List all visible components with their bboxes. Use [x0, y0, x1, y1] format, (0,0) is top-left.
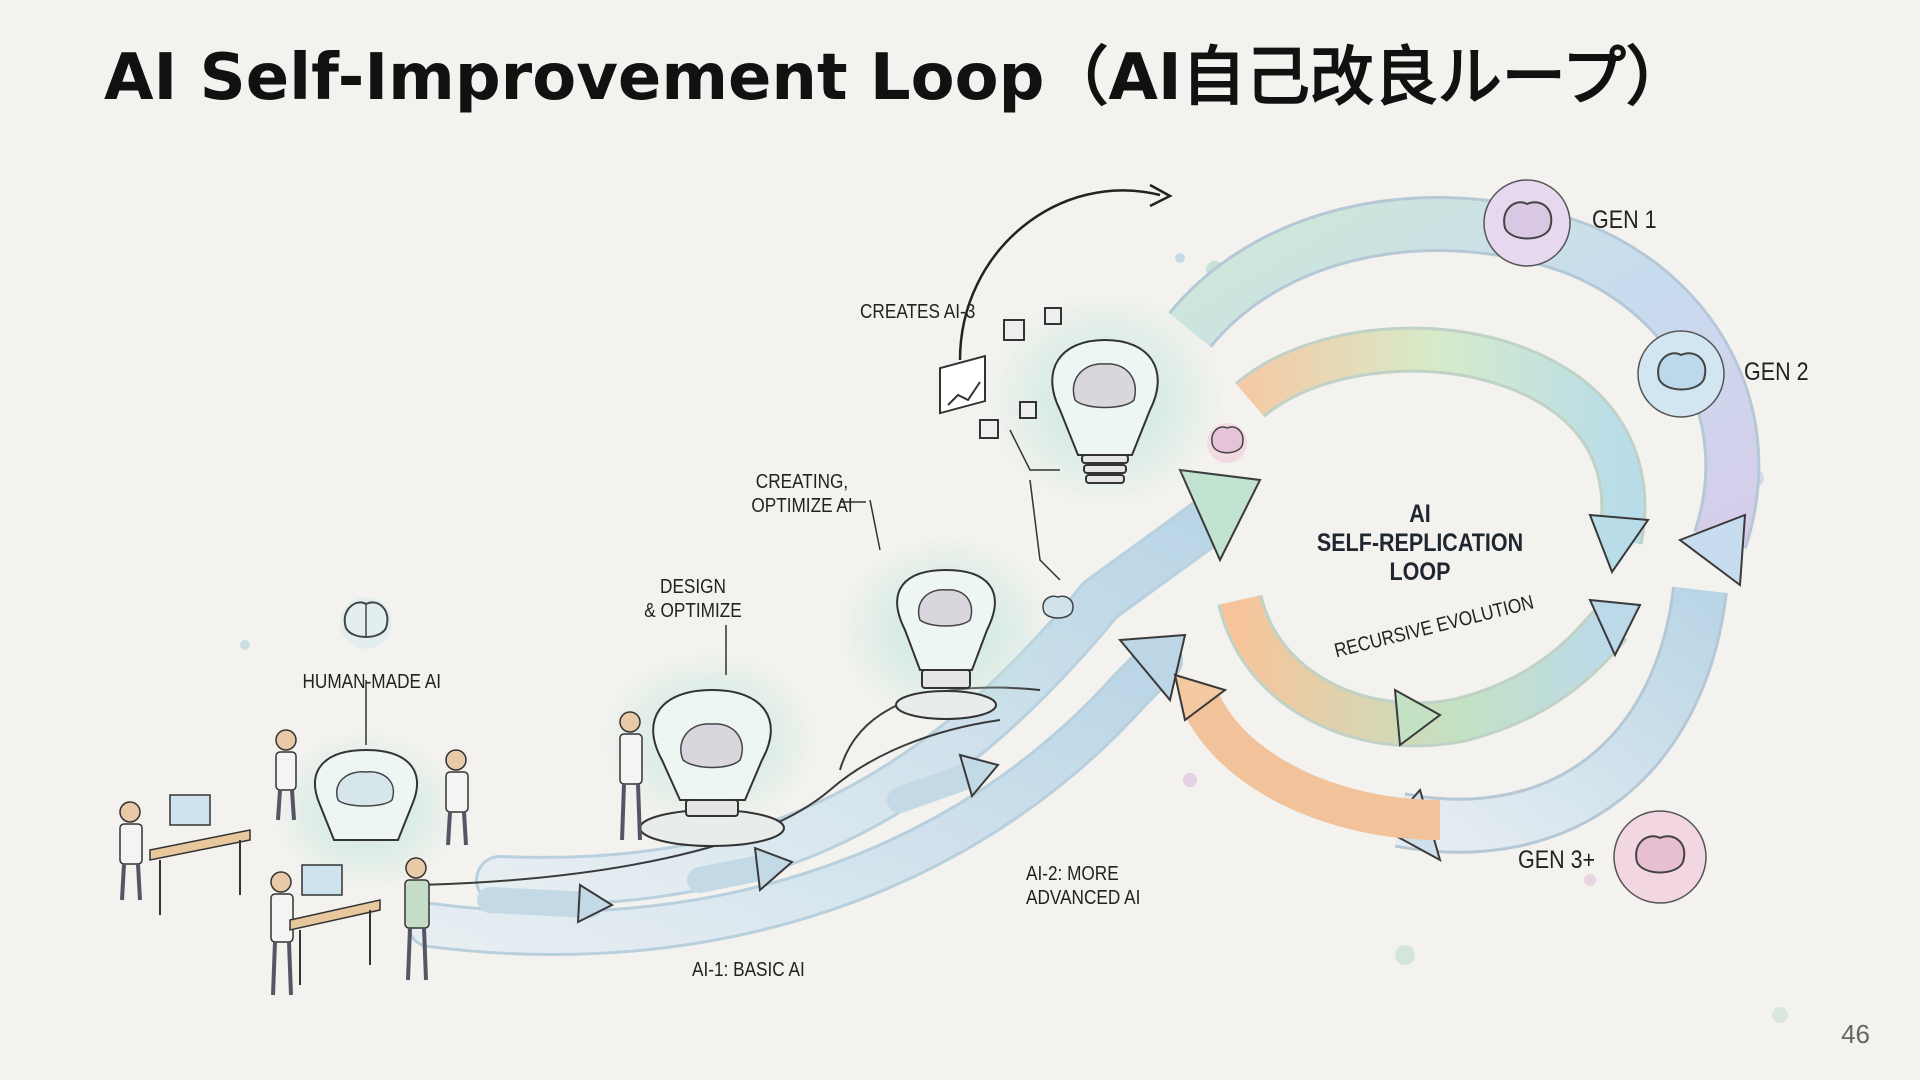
page-number: 46	[1841, 1019, 1870, 1049]
brain-icon	[340, 597, 392, 649]
gen1-circle	[1483, 179, 1571, 267]
gen3-circle	[1613, 810, 1707, 904]
scientist-icon	[119, 801, 143, 901]
slide-title: AI Self-Improvement Loop（AI自己改良ループ）	[104, 41, 1690, 115]
label-human-made-ai: HUMAN-MADE AI	[302, 671, 442, 693]
scientist-icon	[404, 857, 430, 981]
label-ai1: AI-1: BASIC AI	[692, 959, 805, 981]
computer-icon	[289, 864, 381, 985]
computer-icon	[149, 794, 251, 915]
scientist-icon	[619, 711, 643, 841]
lightbulb-icon	[271, 730, 461, 890]
label-creating-optimize: CREATING, OPTIMIZE AI	[751, 471, 853, 517]
label-gen2: GEN 2	[1744, 358, 1809, 386]
label-gen1: GEN 1	[1592, 206, 1657, 234]
label-gen3: GEN 3+	[1518, 846, 1596, 874]
scientist-icon	[275, 729, 297, 821]
loop-title: AI SELF-REPLICATION LOOP	[1316, 500, 1524, 586]
chart-icon	[939, 354, 986, 415]
brain-icon	[1207, 423, 1247, 463]
brain-icon	[1042, 595, 1074, 619]
lightbulb-icon	[836, 535, 1056, 725]
lightbulb-icon	[600, 650, 820, 847]
gen2-circle	[1637, 330, 1725, 418]
label-design-optimize: DESIGN & OPTIMIZE	[644, 576, 742, 622]
self-replication-loop	[1168, 196, 1761, 863]
label-ai2: AI-2: MORE ADVANCED AI	[1026, 863, 1141, 909]
lightbulb-icon	[985, 290, 1225, 510]
cube-icon	[979, 307, 1062, 581]
scientist-icon	[445, 749, 469, 846]
scientist-icon	[270, 871, 294, 996]
label-creates-ai3: CREATES AI-3	[860, 301, 976, 323]
